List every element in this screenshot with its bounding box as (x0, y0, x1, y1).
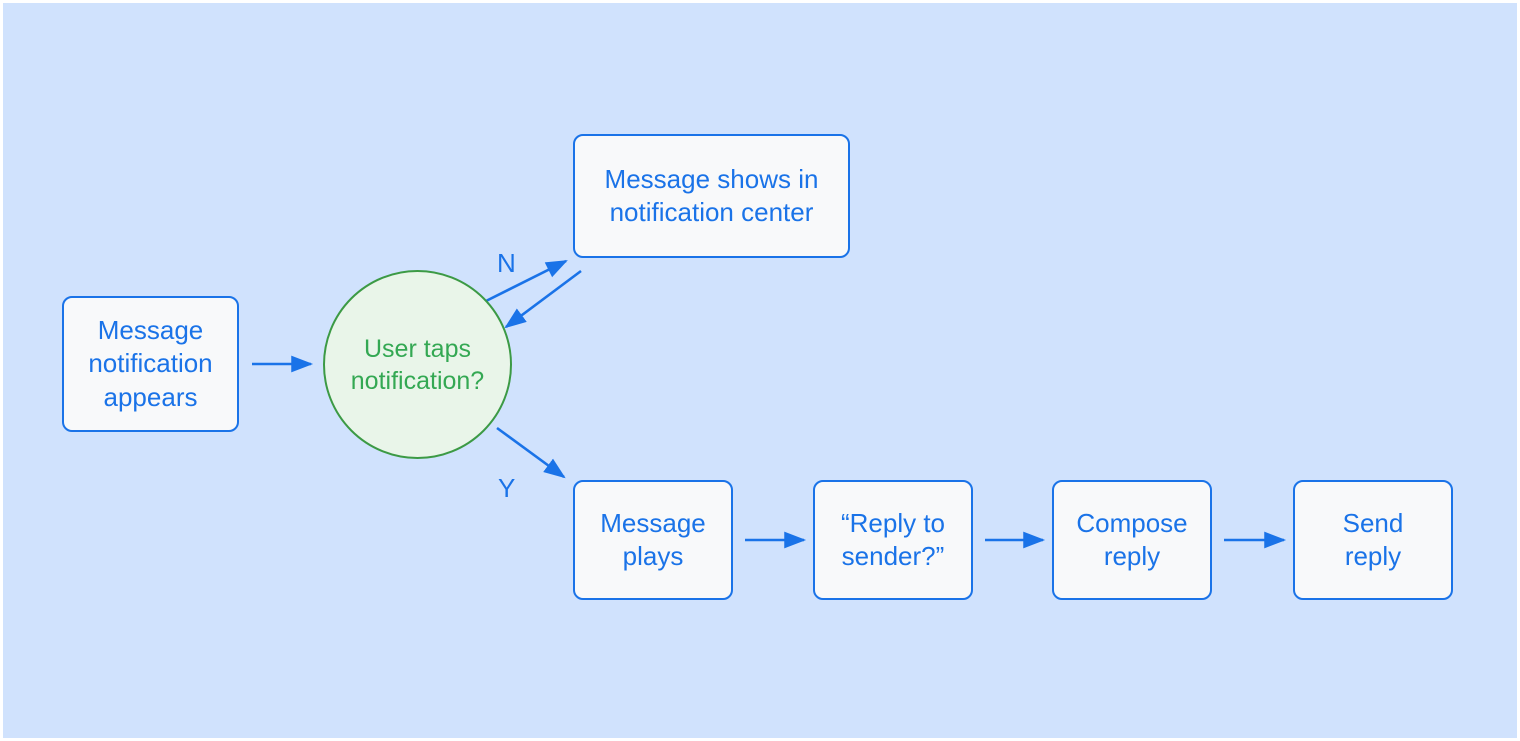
edge-label-no: N (497, 248, 516, 278)
node-label: Message shows in notification center (604, 163, 819, 227)
node-label: Message plays (600, 507, 706, 571)
node-message-notification-appears[interactable]: Message notification appears (62, 296, 239, 432)
node-label: “Reply to sender?” (840, 507, 946, 571)
node-compose-reply[interactable]: Compose reply (1052, 480, 1212, 600)
node-reply-to-sender[interactable]: “Reply to sender?” (813, 480, 973, 600)
edge-label-yes: Y (498, 473, 516, 503)
node-message-plays[interactable]: Message plays (573, 480, 733, 600)
node-label: User taps notification? (350, 334, 485, 395)
node-message-shows-in-notification-center[interactable]: Message shows in notification center (573, 134, 850, 258)
node-send-reply[interactable]: Send reply (1293, 480, 1453, 600)
node-label: Compose reply (1076, 507, 1188, 571)
connector-notification-center-to-decision (504, 269, 582, 329)
connector-decision-to-message-plays (496, 426, 566, 479)
node-label: Send reply (1342, 507, 1404, 571)
node-label: Message notification appears (88, 315, 213, 412)
node-user-taps-notification[interactable]: User taps notification? (323, 270, 512, 459)
connector-decision-to-notification-center (481, 259, 568, 305)
